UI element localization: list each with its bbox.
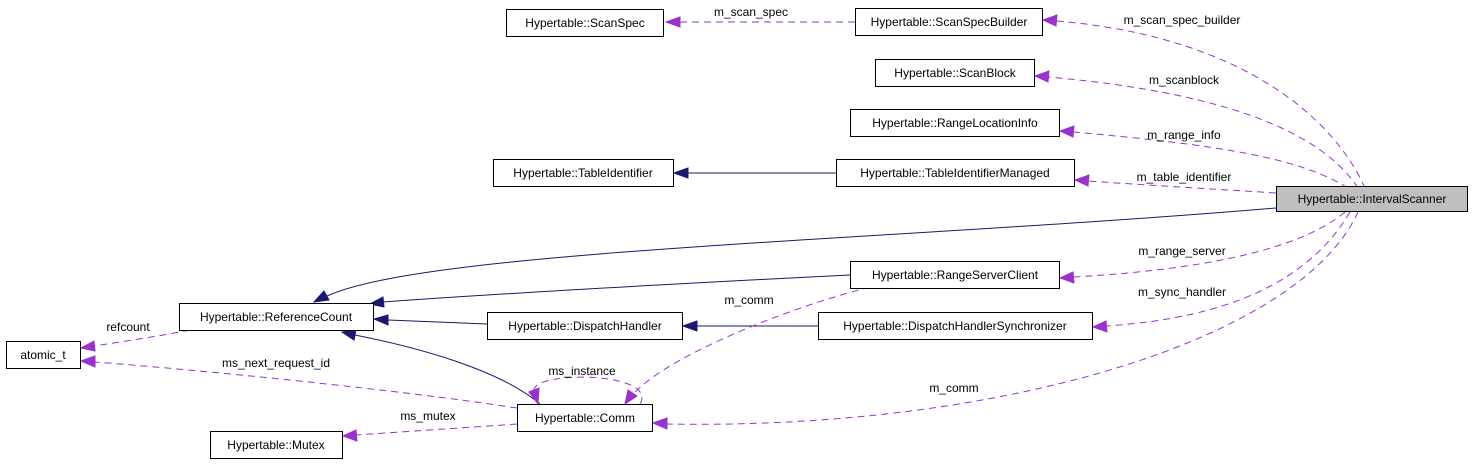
class-node-label: Hypertable::ReferenceCount xyxy=(200,310,353,324)
edge-m-comm-scanner: m_comm xyxy=(651,211,1359,430)
edge-label-m-scan-spec-builder: m_scan_spec_builder xyxy=(1124,13,1241,27)
class-node-label: Hypertable::Mutex xyxy=(227,438,324,452)
class-node-reference-count[interactable]: Hypertable::ReferenceCount xyxy=(179,303,374,331)
class-node-scan-block[interactable]: Hypertable::ScanBlock xyxy=(875,59,1035,87)
edge-label-ms-next-request-id: ms_next_request_id xyxy=(222,356,330,370)
class-node-label: Hypertable::RangeServerClient xyxy=(872,268,1039,282)
edge-label-ms-mutex: ms_mutex xyxy=(400,409,455,423)
edge-inherit-interval-scanner-refcount xyxy=(312,207,1277,303)
edge-m-sync-handler: m_sync_handler xyxy=(1091,211,1351,333)
edge-inherit-dispatch-handler-refcount xyxy=(372,314,488,326)
edge-ms-instance: ms_instance xyxy=(528,364,643,406)
edge-inherit-range-server-client-refcount xyxy=(368,274,851,308)
edge-label-refcount: refcount xyxy=(106,320,150,334)
class-node-label: Hypertable::DispatchHandlerSynchronizer xyxy=(843,319,1066,333)
edge-m-scanblock: m_scanblock xyxy=(1033,70,1359,189)
edge-label-m-range-info: m_range_info xyxy=(1147,128,1221,142)
class-node-label: Hypertable::DispatchHandler xyxy=(508,319,661,333)
class-node-label: Hypertable::Comm xyxy=(535,411,635,425)
class-node-table-identifier[interactable]: Hypertable::TableIdentifier xyxy=(493,159,674,187)
class-node-label: Hypertable::ScanSpec xyxy=(525,16,644,30)
class-node-label: Hypertable::ScanBlock xyxy=(894,66,1016,80)
class-node-label: Hypertable::RangeLocationInfo xyxy=(872,116,1038,130)
edge-label-m-scanblock: m_scanblock xyxy=(1149,73,1220,87)
edge-label-m-table-identifier: m_table_identifier xyxy=(1137,170,1232,184)
class-node-label: Hypertable::IntervalScanner xyxy=(1298,192,1447,206)
class-node-dispatch-handler-synchronizer[interactable]: Hypertable::DispatchHandlerSynchronizer xyxy=(818,312,1093,340)
class-node-label: atomic_t xyxy=(20,348,66,362)
edge-inherit-comm-refcount xyxy=(340,329,541,405)
edge-label-m-comm-scanner: m_comm xyxy=(929,381,978,395)
edge-label-m-scan-spec: m_scan_spec xyxy=(714,5,788,19)
class-node-scan-spec-builder[interactable]: Hypertable::ScanSpecBuilder xyxy=(855,8,1043,36)
edge-inherit-table-identifier xyxy=(672,167,836,179)
edge-m-scan-spec: m_scan_spec xyxy=(664,5,855,28)
class-node-label: Hypertable::ScanSpecBuilder xyxy=(871,15,1028,29)
edge-m-comm-client: m_comm xyxy=(624,286,871,406)
edge-m-range-info: m_range_info xyxy=(1058,125,1349,189)
edge-label-m-sync-handler: m_sync_handler xyxy=(1138,285,1226,299)
edge-refcount: refcount xyxy=(79,320,191,352)
edge-m-table-identifier: m_table_identifier xyxy=(1073,170,1277,194)
edge-label-m-range-server: m_range_server xyxy=(1138,244,1225,258)
edge-label-ms-instance: ms_instance xyxy=(548,364,616,378)
class-node-label: Hypertable::TableIdentifier xyxy=(513,166,652,180)
class-node-range-location-info[interactable]: Hypertable::RangeLocationInfo xyxy=(850,109,1060,137)
edge-inherit-sync-dispatch-handler xyxy=(681,320,818,332)
edge-ms-next-request-id: ms_next_request_id xyxy=(79,355,518,409)
edge-m-scan-spec-builder: m_scan_spec_builder xyxy=(1041,13,1366,189)
class-node-interval-scanner[interactable]: Hypertable::IntervalScanner xyxy=(1276,186,1468,212)
class-node-label: Hypertable::TableIdentifierManaged xyxy=(860,166,1049,180)
edge-label-m-comm-client: m_comm xyxy=(724,293,773,307)
edge-m-range-server: m_range_server xyxy=(1058,211,1346,284)
class-node-comm[interactable]: Hypertable::Comm xyxy=(517,404,653,432)
class-node-scan-spec[interactable]: Hypertable::ScanSpec xyxy=(506,9,664,37)
class-node-atomic-t[interactable]: atomic_t xyxy=(6,341,81,369)
class-node-range-server-client[interactable]: Hypertable::RangeServerClient xyxy=(850,261,1060,289)
edge-ms-mutex: ms_mutex xyxy=(341,409,518,442)
class-node-dispatch-handler[interactable]: Hypertable::DispatchHandler xyxy=(487,312,683,340)
class-node-mutex[interactable]: Hypertable::Mutex xyxy=(210,431,343,459)
class-node-table-identifier-managed[interactable]: Hypertable::TableIdentifierManaged xyxy=(836,159,1075,187)
